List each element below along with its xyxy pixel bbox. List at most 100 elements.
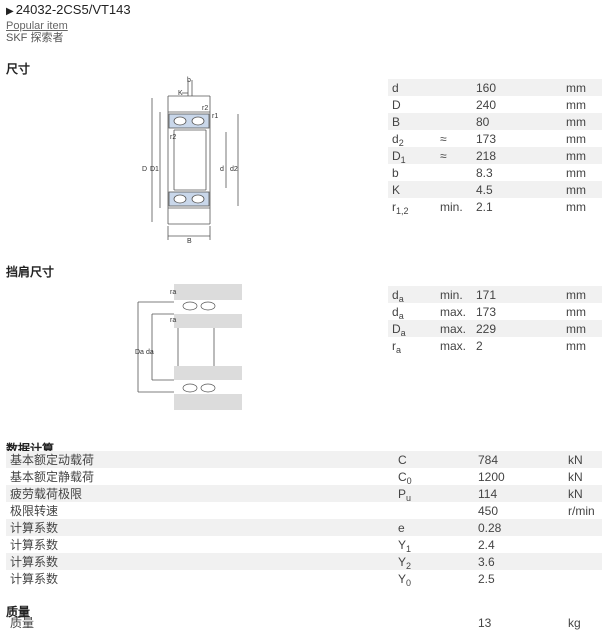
qualifier: min. xyxy=(440,286,476,303)
value: 160 xyxy=(476,79,566,96)
calc-unit: r/min xyxy=(568,503,595,518)
qualifier: ≈ xyxy=(440,131,447,146)
label-da: da xyxy=(146,349,154,356)
calc-unit: kN xyxy=(568,469,583,484)
symbol: d xyxy=(392,287,399,302)
triangle-icon: ▶ xyxy=(6,6,14,17)
product-title: ▶24032-2CS5/VT143 xyxy=(6,2,131,20)
brand-label: SKF 探索者 xyxy=(6,32,64,44)
calc-value: 0.28 xyxy=(478,519,568,536)
value: 8.3 xyxy=(476,165,493,180)
symbol-cell: C0 xyxy=(394,468,478,486)
symbol-subscript: 0 xyxy=(406,577,412,588)
symbol-subscript: u xyxy=(406,492,412,503)
label-d2: d2 xyxy=(230,166,238,173)
section-dimensions-title: 尺寸 xyxy=(6,62,31,76)
label-Da: Da xyxy=(135,349,144,356)
symbol: K xyxy=(392,182,401,197)
symbol: D xyxy=(392,148,401,163)
calc-row: 计算系数 e 0.28 xyxy=(6,519,602,536)
calc-label: 计算系数 xyxy=(6,519,394,536)
calc-unit xyxy=(568,570,602,587)
symbol: e xyxy=(398,520,405,535)
calc-value: 450 xyxy=(478,503,499,518)
label-r1: r1 xyxy=(212,113,218,120)
mass-row: 质量 13 kg xyxy=(6,614,602,631)
symbol: D xyxy=(392,321,401,336)
symbol: Y xyxy=(398,554,407,569)
label-d: d xyxy=(220,166,224,173)
label-K: K xyxy=(178,90,183,97)
calc-value: 2.5 xyxy=(478,571,495,586)
calc-label: 计算系数 xyxy=(10,572,59,586)
symbol-subscript: a xyxy=(400,327,406,338)
label-D1: D1 xyxy=(150,166,159,173)
label-ra-top: ra xyxy=(170,289,176,296)
calc-unit: kN xyxy=(568,485,602,502)
symbol-cell: b xyxy=(388,164,440,181)
symbol-cell: d xyxy=(388,79,440,96)
symbol-cell: da xyxy=(388,303,440,321)
unit: mm xyxy=(566,165,586,180)
qualifier xyxy=(440,164,476,181)
symbol: D xyxy=(392,97,401,112)
symbol: B xyxy=(392,114,401,129)
qualifier: max. xyxy=(440,338,467,353)
symbol: d xyxy=(392,304,399,319)
calc-label: 计算系数 xyxy=(6,553,394,570)
symbol-cell: Y1 xyxy=(394,536,478,554)
label-ra-mid: ra xyxy=(170,317,176,324)
label-b: b xyxy=(187,77,191,84)
value: 229 xyxy=(476,320,566,337)
symbol-subscript: 1 xyxy=(400,154,406,165)
unit: mm xyxy=(566,79,602,96)
symbol-cell: D1 xyxy=(388,147,440,164)
symbol-cell: K xyxy=(388,181,440,198)
symbol-subscript: a xyxy=(398,293,404,304)
unit: mm xyxy=(566,113,602,130)
unit: mm xyxy=(566,131,586,146)
symbol-cell: e xyxy=(394,519,478,536)
calc-value: 2.4 xyxy=(478,537,495,552)
abutment-dimension-drawing: ra ra Da da xyxy=(135,284,242,410)
symbol-cell: Y0 xyxy=(394,570,478,588)
value: 173 xyxy=(476,131,497,146)
popular-item-link[interactable]: Popular item xyxy=(6,20,68,32)
qualifier xyxy=(440,181,476,198)
label-D: D xyxy=(142,166,147,173)
unit: mm xyxy=(566,199,586,214)
bearing-dimension-drawing: b K r2 r1 r2 D D1 d d2 B xyxy=(142,77,239,244)
mass-label: 质量 xyxy=(10,616,35,630)
symbol: C xyxy=(398,452,407,467)
unit: mm xyxy=(566,181,602,198)
symbol-cell: ra xyxy=(388,337,440,355)
calc-label: 基本额定静载荷 xyxy=(10,470,95,484)
calc-unit xyxy=(568,553,602,570)
label-r2: r2 xyxy=(202,105,208,112)
calc-label: 基本额定动载荷 xyxy=(6,451,394,468)
symbol-cell: Da xyxy=(388,320,440,337)
section-mass-title: 质量 xyxy=(6,605,31,619)
symbol: Y xyxy=(398,571,407,586)
calc-value: 114 xyxy=(478,485,568,502)
calc-value: 784 xyxy=(478,451,568,468)
